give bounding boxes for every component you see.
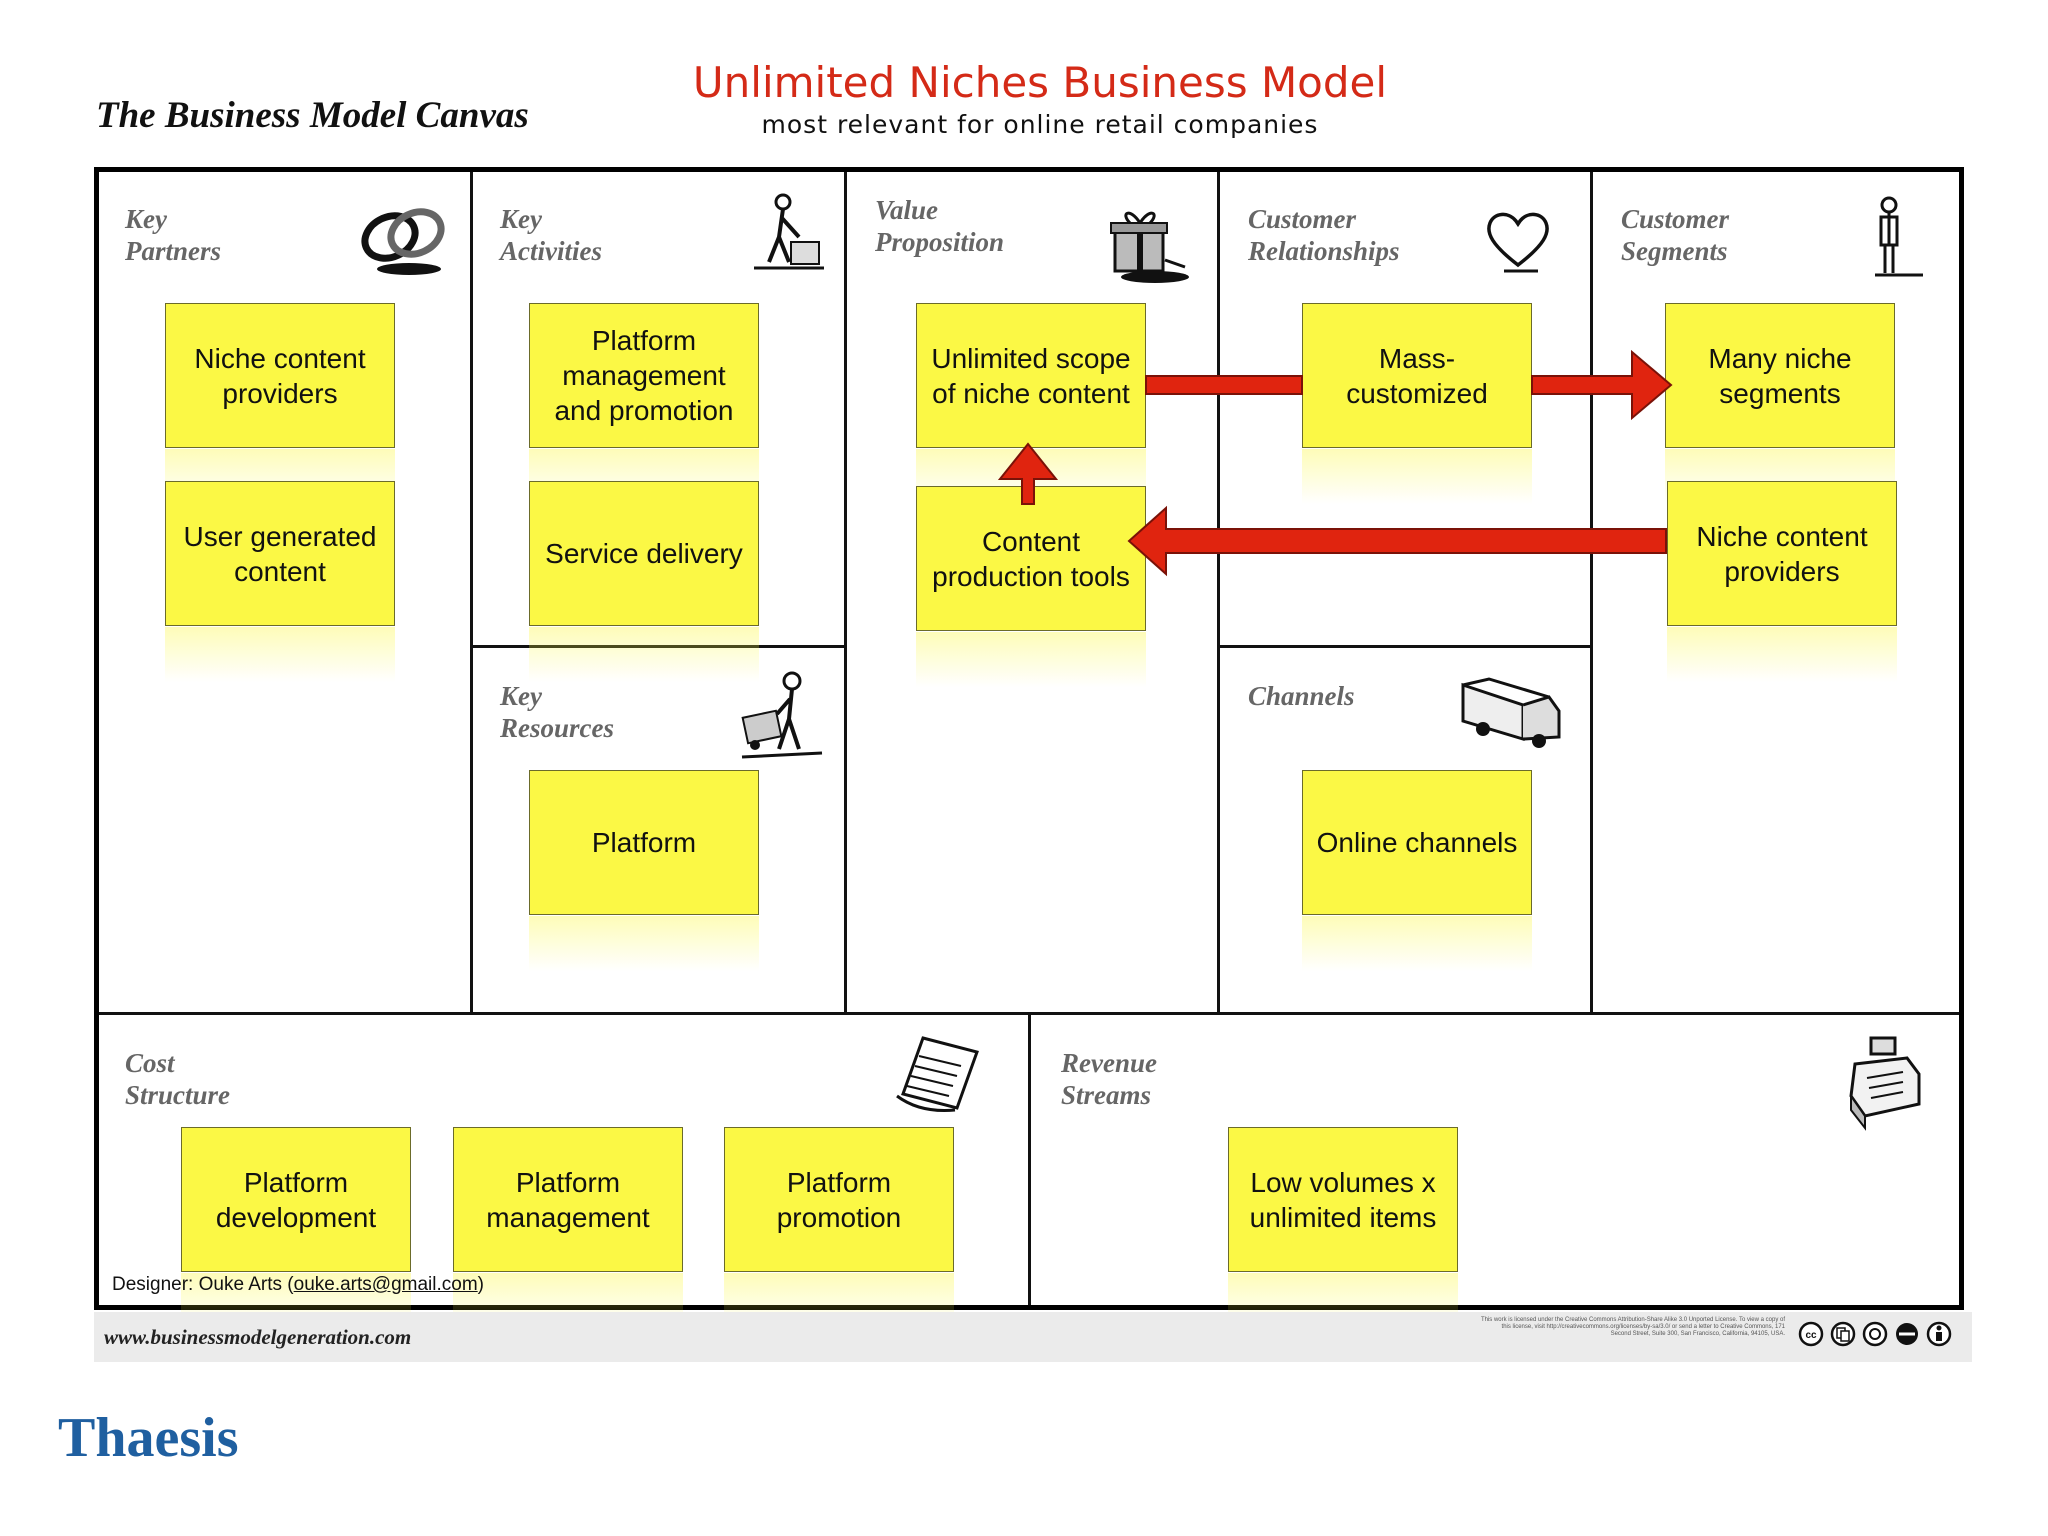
note-customer-segment: Many niche segments bbox=[1665, 303, 1895, 504]
note-revenue: Low volumes x unlimited items bbox=[1228, 1127, 1458, 1328]
gift-box-icon bbox=[1110, 211, 1189, 283]
cash-register-icon bbox=[1849, 1036, 1921, 1131]
note-value-proposition: Content production tools bbox=[916, 486, 1146, 687]
note-cost: Platform management bbox=[453, 1127, 683, 1328]
website-url[interactable]: www.businessmodelgeneration.com bbox=[104, 1325, 412, 1349]
note-customer-segment: Niche content providers bbox=[1667, 481, 1897, 682]
divider-line bbox=[470, 172, 473, 1015]
heart-icon bbox=[1487, 212, 1549, 273]
license-text: This work is licensed under the Creative… bbox=[1480, 1317, 1785, 1337]
invoice-paper-icon bbox=[896, 1036, 979, 1112]
license-icons: cc bbox=[1798, 1321, 1952, 1347]
delivery-truck-icon bbox=[1461, 677, 1561, 748]
copy-icon bbox=[1830, 1321, 1856, 1347]
divider-line bbox=[470, 645, 847, 648]
worker-with-box-icon bbox=[754, 193, 824, 270]
note-customer-relationship: Mass-customized bbox=[1302, 303, 1532, 504]
arrow-relationships-to-segments bbox=[1531, 349, 1673, 421]
arrow-providers-to-tools bbox=[1127, 505, 1667, 577]
thaesis-logo: Thaesis bbox=[58, 1407, 239, 1469]
person-standing-icon bbox=[1875, 196, 1923, 277]
subtitle: most relevant for online retail companie… bbox=[761, 110, 1319, 139]
note-cost: Platform development bbox=[181, 1127, 411, 1328]
note-channel: Online channels bbox=[1302, 770, 1532, 971]
designer-email-link[interactable]: ouke.arts@gmail.com bbox=[293, 1274, 478, 1295]
attribution-icon bbox=[1926, 1321, 1952, 1347]
divider-line bbox=[844, 172, 847, 1015]
designer-credit: Designer: Ouke Arts (ouke.arts@gmail.com… bbox=[112, 1274, 484, 1295]
note-key-partner: User generated content bbox=[165, 481, 395, 682]
note-key-activity: Service delivery bbox=[529, 481, 759, 682]
cc-icon: cc bbox=[1798, 1321, 1824, 1347]
noncommercial-icon bbox=[1896, 1323, 1918, 1345]
share-icon bbox=[1862, 1321, 1888, 1347]
note-key-partner: Niche content providers bbox=[165, 303, 395, 504]
footer-bar bbox=[94, 1312, 1972, 1362]
chain-link-icon bbox=[361, 208, 445, 275]
divider-line bbox=[1028, 1012, 1031, 1305]
divider-line bbox=[1217, 645, 1593, 648]
divider-line bbox=[1217, 172, 1220, 1015]
note-cost: Platform promotion bbox=[724, 1127, 954, 1328]
channels-title: Channels bbox=[1248, 681, 1355, 711]
main-title: Unlimited Niches Business Model bbox=[692, 58, 1388, 107]
note-key-resource: Platform bbox=[529, 770, 759, 971]
arrow-tools-to-value bbox=[997, 442, 1059, 505]
svg-text:cc: cc bbox=[1805, 1330, 1817, 1341]
worker-with-cart-icon bbox=[741, 671, 823, 759]
arrow-value-to-relationships bbox=[1145, 375, 1303, 395]
flow-arrows bbox=[997, 349, 1673, 577]
canvas-title: The Business Model Canvas bbox=[96, 95, 529, 136]
divider-line bbox=[1590, 172, 1593, 1015]
